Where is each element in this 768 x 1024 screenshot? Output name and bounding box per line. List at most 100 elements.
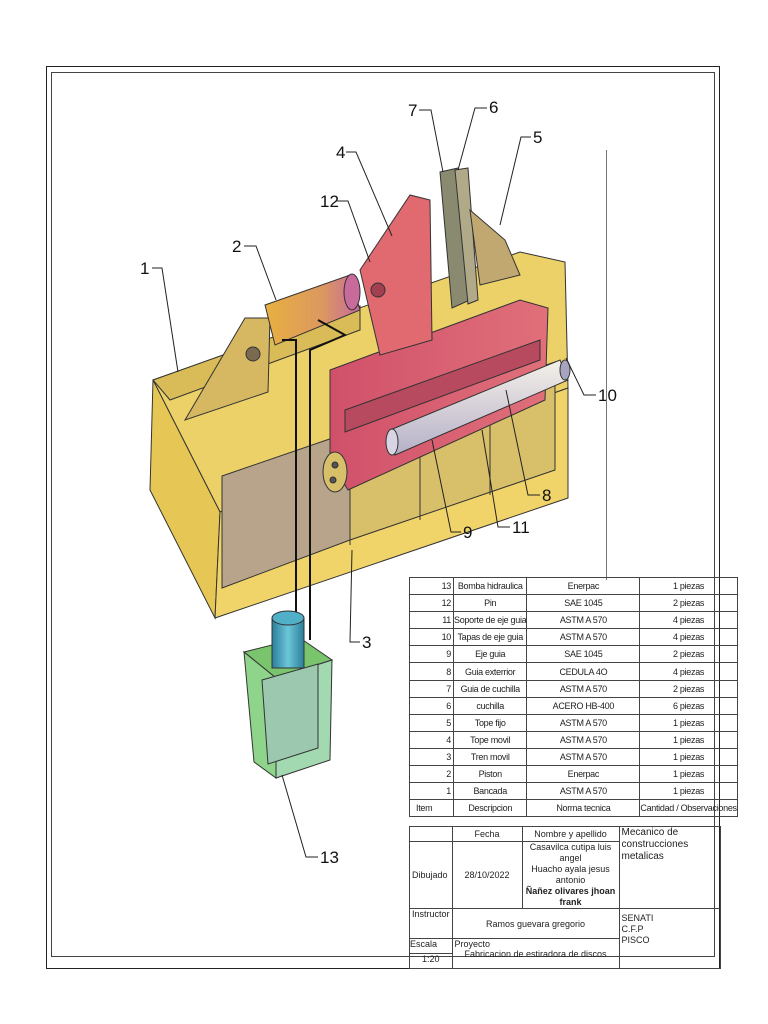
- tb-fecha-label: Fecha: [451, 826, 523, 842]
- bom-quantity: 2 piezas: [639, 645, 738, 664]
- bom-quantity: 1 piezas: [639, 747, 738, 767]
- callout-labels: 1 2 3 4 5 6 7 8 9 10 11 12 13: [140, 98, 617, 867]
- tb-scale: 1:20: [421, 954, 440, 964]
- bom-description: Eje guia: [452, 645, 528, 664]
- bom-quantity: 2 piezas: [639, 594, 738, 613]
- bom-item: 2: [409, 765, 454, 784]
- tb-date: 28/10/2022: [451, 841, 523, 909]
- bom-quantity: 6 piezas: [639, 696, 738, 715]
- bom-standard: ASTM A 570: [526, 611, 641, 630]
- callout-1: 1: [140, 259, 149, 278]
- bom-description: Piston: [452, 765, 528, 784]
- cuchillas: [439, 167, 479, 309]
- bom-item: 12: [409, 594, 454, 613]
- tope-movil: [359, 194, 433, 356]
- tb-school-1: SENATI: [621, 913, 654, 923]
- bom-item: 7: [409, 679, 454, 698]
- tb-instructor: Ramos guevara gregorio: [451, 908, 620, 939]
- bom-item: 5: [409, 713, 454, 732]
- bom-item: 11: [409, 611, 454, 630]
- bom-standard: ASTM A 570: [526, 628, 641, 647]
- bom-item: 3: [409, 747, 454, 767]
- bom-quantity: 2 piezas: [639, 679, 738, 698]
- bom-description: Guia exterrior: [452, 662, 528, 681]
- bom-standard: SAE 1045: [526, 594, 641, 613]
- bom-item: 1: [409, 782, 454, 801]
- bomba-hidraulica: [242, 610, 334, 779]
- bom-quantity: 4 piezas: [639, 662, 738, 681]
- tb-school-2: C.F.P: [621, 924, 644, 934]
- tb-escala-label: Escala: [410, 939, 452, 954]
- tb-school-3: PISCO: [621, 935, 650, 945]
- bom-description: cuchilla: [452, 696, 528, 715]
- tb-name-2: Huacho ayala jesus antonio: [531, 864, 610, 885]
- bom-standard: ASTM A 570: [526, 679, 641, 698]
- bom-quantity: 1 piezas: [639, 730, 738, 749]
- bom-description: Tope movil: [452, 730, 528, 749]
- callout-5: 5: [533, 128, 542, 147]
- callout-3: 3: [362, 633, 371, 652]
- hydraulic-lines: [282, 319, 348, 640]
- bom-standard: SAE 1045: [526, 645, 641, 664]
- tb-nombre-label: Nombre y apellido: [521, 826, 620, 842]
- bom-standard: ASTM A 570: [526, 782, 641, 801]
- drawing-inner-border: [51, 72, 715, 957]
- callout-leaders: [152, 107, 596, 858]
- bom-header-quantity: Cantidad / Observaciones: [639, 799, 738, 818]
- bom-item: 6: [409, 696, 454, 715]
- bom-quantity: 4 piezas: [639, 628, 738, 647]
- bom-item: 4: [409, 730, 454, 749]
- bom-quantity: 1 piezas: [639, 713, 738, 732]
- piston-cylinder: [264, 273, 361, 346]
- callout-10: 10: [598, 386, 617, 405]
- bom-item: 9: [409, 645, 454, 664]
- tb-blank: [409, 826, 453, 842]
- tb-project: Fabricacion de estiradora de discos: [464, 949, 607, 959]
- callout-8: 8: [542, 486, 551, 505]
- bom-description: Bomba hidraulica: [452, 576, 528, 596]
- eje-guia: [385, 359, 571, 456]
- bom-standard: ASTM A 570: [526, 730, 641, 749]
- tb-name-1: Casavilca cutipa luis angel: [529, 842, 612, 863]
- bom-item: 13: [409, 576, 454, 596]
- bom-standard: Enerpac: [526, 765, 641, 784]
- callout-11: 11: [512, 518, 530, 537]
- tb-proyecto-label: Proyecto: [454, 939, 491, 949]
- tb-dibujado-label: Dibujado: [409, 841, 453, 909]
- guide-line: [606, 150, 607, 580]
- drawing-sheet-border: [46, 66, 720, 969]
- callout-4: 4: [336, 143, 345, 162]
- callout-9: 9: [463, 523, 472, 542]
- bom-standard: CEDULA 4O: [526, 662, 641, 681]
- bom-quantity: 1 piezas: [639, 765, 738, 784]
- tb-instructor-label: Instructor: [409, 908, 453, 939]
- tb-name-3: Ñañez olivares jhoan frank: [525, 886, 616, 907]
- bom-item: 10: [409, 628, 454, 647]
- bom-description: Pin: [452, 594, 528, 613]
- callout-13: 13: [320, 848, 339, 867]
- tb-course: Mecanico de construcciones metalicas: [618, 826, 721, 909]
- bom-quantity: 4 piezas: [639, 611, 738, 630]
- callout-6: 6: [489, 98, 498, 117]
- bom-quantity: 1 piezas: [639, 576, 738, 596]
- bom-description: Tope fijo: [452, 713, 528, 732]
- bom-standard: ASTM A 570: [526, 713, 641, 732]
- callout-2: 2: [232, 237, 241, 256]
- bom-quantity: 1 piezas: [639, 782, 738, 801]
- title-block: Fecha Nombre y apellido Mecanico de cons…: [409, 826, 721, 969]
- bom-description: Tapas de eje guia: [452, 628, 528, 647]
- bom-standard: ASTM A 570: [526, 747, 641, 767]
- bom-description: Guia de cuchilla: [452, 679, 528, 698]
- bom-header-standard: Norma tecnica: [526, 799, 641, 818]
